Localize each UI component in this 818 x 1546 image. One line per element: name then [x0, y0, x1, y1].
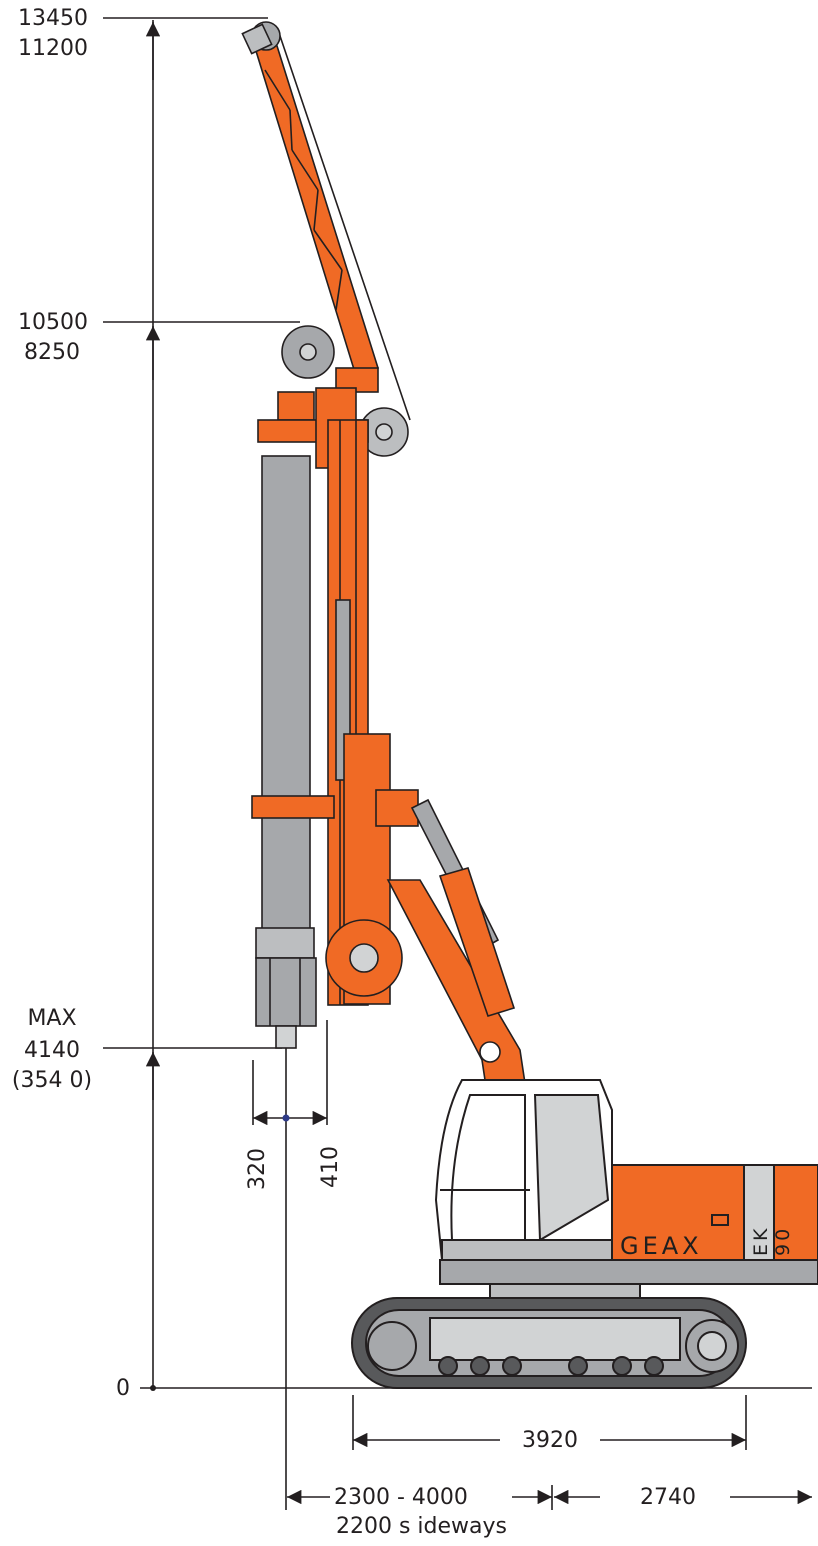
offset-label-left: 320 [245, 1148, 270, 1190]
height-label-ground: 0 [116, 1376, 130, 1401]
kelly-bar [251, 455, 335, 1049]
height-label-mid-max: 10500 [18, 310, 88, 335]
tail-length-label: 2740 [618, 1485, 718, 1511]
dimension-lines [103, 17, 812, 1510]
crawler-track [351, 1297, 747, 1389]
machine-model: EK 90 [750, 1225, 794, 1256]
rotary-head [325, 733, 419, 1005]
engine-housing [439, 1164, 818, 1299]
height-label-top-min: 11200 [18, 36, 88, 61]
height-label-tool-alt: (354 0) [11, 1068, 93, 1093]
cab [434, 1079, 613, 1263]
height-label-tool-max: MAX [27, 1006, 77, 1031]
track-length-label: 3920 [500, 1428, 600, 1454]
height-label-top-max: 13450 [18, 6, 88, 31]
reach-label: 2300 - 4000 [334, 1485, 468, 1511]
machine-brand: GEAX [620, 1232, 703, 1260]
height-label-mid-min: 8250 [24, 340, 80, 365]
pulley-wheels [281, 325, 409, 457]
reach-sideways-label: 2200 s ideways [336, 1514, 508, 1539]
offset-label-right: 410 [318, 1146, 343, 1188]
height-label-tool-value: 4140 [24, 1038, 80, 1063]
tool-center-point [282, 1114, 290, 1122]
